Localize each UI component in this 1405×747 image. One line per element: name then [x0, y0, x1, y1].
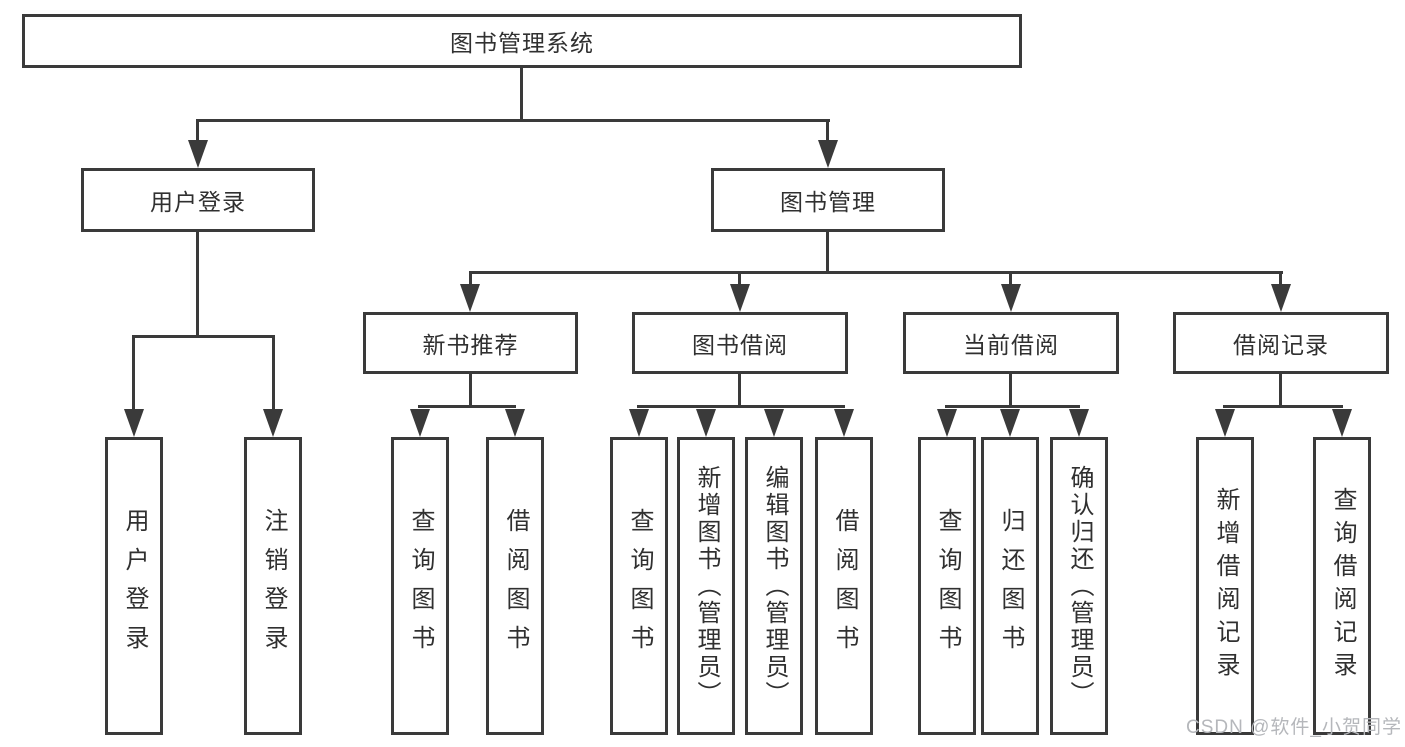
arrow-down-icon [629, 409, 649, 437]
node-label: 用户登录 [121, 508, 148, 664]
leaf-cb-return-books: 归还图书 [981, 437, 1039, 735]
node-label: 确认归还（管理员） [1066, 464, 1093, 708]
leaf-br-query-record: 查询借阅记录 [1313, 437, 1371, 735]
leaf-nb-query-books: 查询图书 [391, 437, 449, 735]
arrow-down-icon [696, 409, 716, 437]
arrow-down-icon [730, 284, 750, 312]
arrow-down-icon [1069, 409, 1089, 437]
node-label: 归还图书 [997, 508, 1024, 664]
node-label: 借阅记录 [1233, 332, 1329, 358]
arrow-down-icon [834, 409, 854, 437]
arrow-down-icon [1271, 284, 1291, 312]
connector-line [196, 119, 830, 122]
arrow-down-icon [1215, 409, 1235, 437]
node-label: 新增图书（管理员） [693, 464, 720, 708]
connector-line [132, 335, 275, 338]
arrow-down-icon [818, 140, 838, 168]
node-book-borrowing: 图书借阅 [632, 312, 848, 374]
node-label: 借阅图书 [502, 508, 529, 664]
connector-line [945, 405, 1080, 408]
node-label: 编辑图书（管理员） [761, 464, 788, 708]
arrow-down-icon [505, 409, 525, 437]
leaf-user-login: 用户登录 [105, 437, 163, 735]
connector-line [469, 271, 1283, 274]
connector-line [637, 405, 845, 408]
arrow-down-icon [410, 409, 430, 437]
connector-line [196, 232, 199, 335]
connector-line [418, 405, 516, 408]
node-label: 查询图书 [407, 508, 434, 664]
arrow-down-icon [937, 409, 957, 437]
connector-line [738, 274, 741, 284]
leaf-br-add-record: 新增借阅记录 [1196, 437, 1254, 735]
leaf-bb-add-books-admin: 新增图书（管理员） [677, 437, 735, 735]
arrow-down-icon [1332, 409, 1352, 437]
arrow-down-icon [1000, 409, 1020, 437]
connector-line [826, 232, 829, 271]
connector-line [1279, 374, 1282, 405]
node-user-login: 用户登录 [81, 168, 315, 232]
node-label: 图书管理系统 [450, 30, 594, 56]
connector-line [738, 374, 741, 405]
leaf-bb-borrow-books: 借阅图书 [815, 437, 873, 735]
leaf-logout: 注销登录 [244, 437, 302, 735]
node-book-management: 图书管理 [711, 168, 945, 232]
leaf-cb-query-books: 查询图书 [918, 437, 976, 735]
connector-line [1279, 274, 1282, 284]
node-library-system: 图书管理系统 [22, 14, 1022, 68]
connector-line [1009, 374, 1012, 405]
node-label: 借阅图书 [831, 508, 858, 664]
arrow-down-icon [764, 409, 784, 437]
leaf-bb-edit-books-admin: 编辑图书（管理员） [745, 437, 803, 735]
node-label: 图书借阅 [692, 332, 788, 358]
node-borrowing-records: 借阅记录 [1173, 312, 1389, 374]
connector-line [469, 274, 472, 284]
arrow-down-icon [1001, 284, 1021, 312]
node-label: 注销登录 [260, 508, 287, 664]
arrow-down-icon [460, 284, 480, 312]
connector-line [132, 335, 135, 409]
arrow-down-icon [263, 409, 283, 437]
node-label: 查询图书 [626, 508, 653, 664]
node-label: 新书推荐 [422, 332, 519, 358]
leaf-bb-query-books: 查询图书 [610, 437, 668, 735]
connector-line [196, 122, 199, 140]
node-label: 用户登录 [150, 189, 246, 215]
node-new-book-recommend: 新书推荐 [363, 312, 578, 374]
node-label: 查询借阅记录 [1329, 487, 1356, 685]
node-label: 当前借阅 [963, 332, 1059, 358]
connector-line [469, 374, 472, 405]
watermark: CSDN @软件_小贺同学 [1186, 717, 1402, 738]
leaf-cb-confirm-return-admin: 确认归还（管理员） [1050, 437, 1108, 735]
connector-line [1009, 274, 1012, 284]
node-label: 新增借阅记录 [1212, 487, 1239, 685]
arrow-down-icon [188, 140, 208, 168]
leaf-nb-borrow-books: 借阅图书 [486, 437, 544, 735]
connector-line [520, 68, 523, 119]
connector-line [826, 122, 829, 140]
connector-line [1223, 405, 1343, 408]
node-label: 图书管理 [780, 189, 876, 215]
connector-line [272, 335, 275, 409]
node-label: 查询图书 [934, 508, 961, 664]
arrow-down-icon [124, 409, 144, 437]
node-current-borrowing: 当前借阅 [903, 312, 1119, 374]
